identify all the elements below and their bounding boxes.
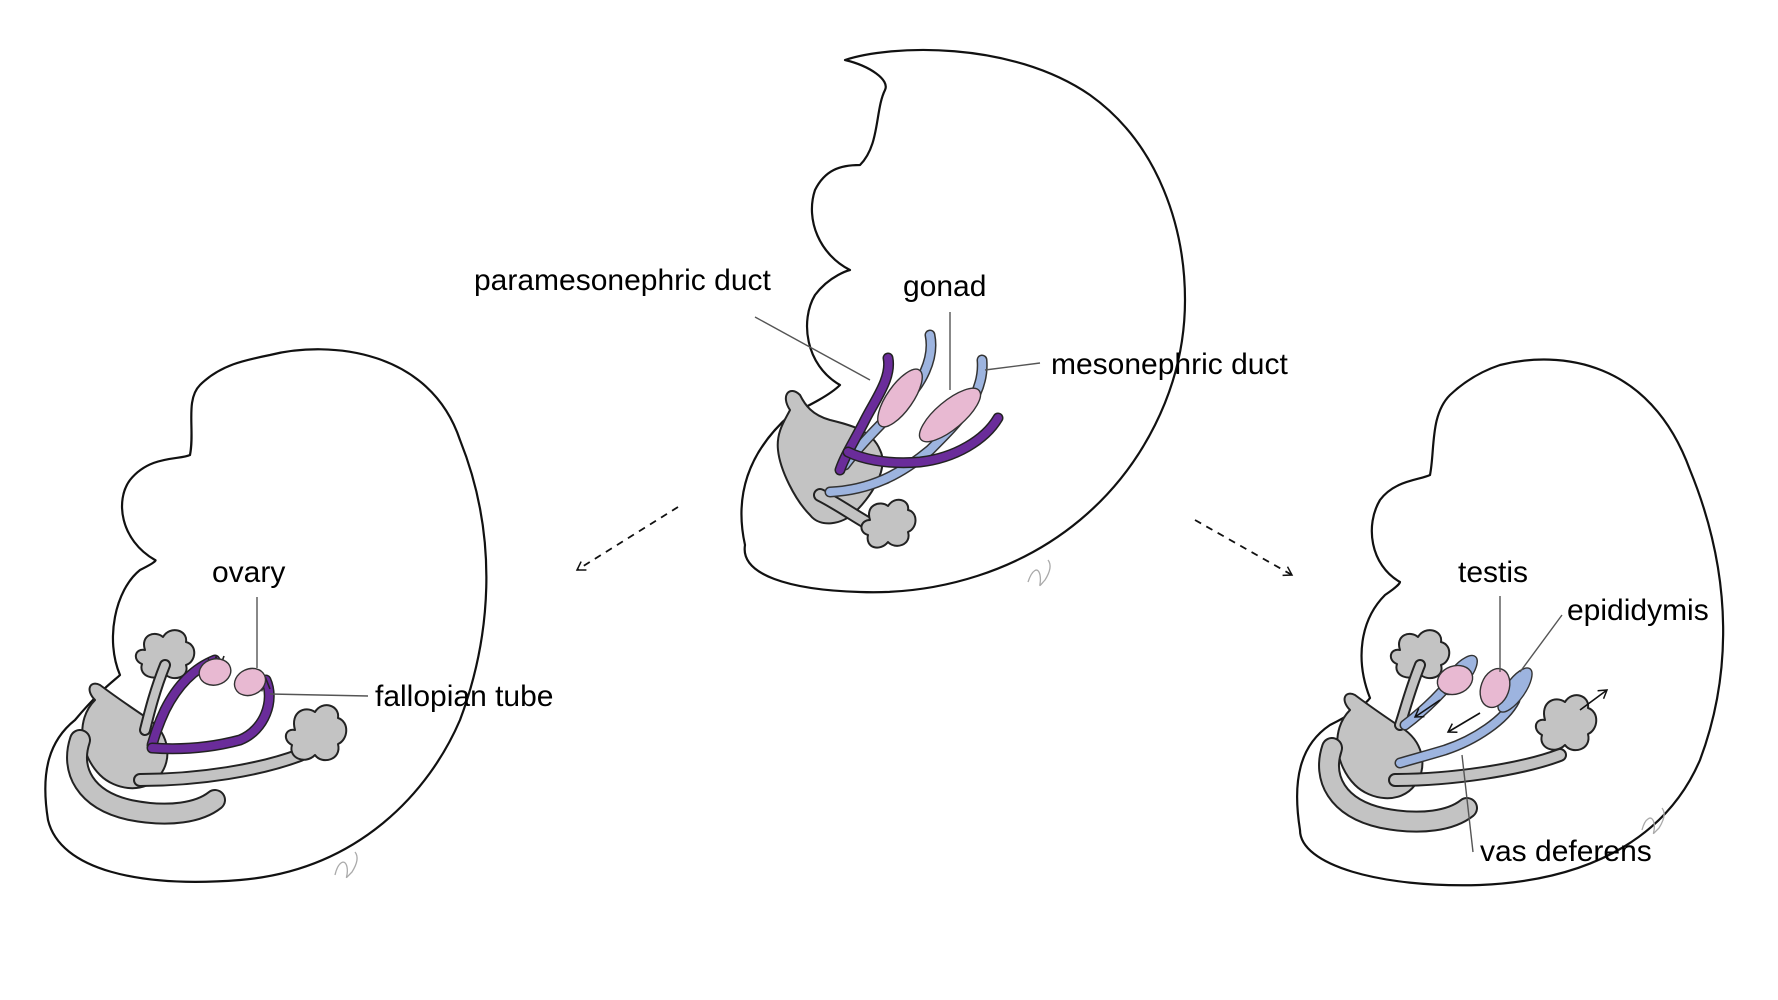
leader-paramesonephric-duct bbox=[754, 316, 871, 381]
male-descent-arrow-2 bbox=[1446, 712, 1481, 733]
leader-mesonephric-duct bbox=[984, 362, 1041, 371]
label-gonad: gonad bbox=[903, 270, 986, 303]
male-gray-structure bbox=[1336, 692, 1424, 800]
label-fallopian-tube: fallopian tube bbox=[375, 680, 553, 713]
label-epididymis: epididymis bbox=[1567, 594, 1709, 627]
male-gray-cluster-left bbox=[1389, 629, 1451, 680]
label-mesonephric-duct: mesonephric duct bbox=[1051, 348, 1288, 381]
label-ovary: ovary bbox=[212, 556, 285, 589]
center-gray-cluster bbox=[860, 498, 917, 549]
male-descent-arrow-1 bbox=[1413, 699, 1441, 718]
male-signature bbox=[1641, 807, 1665, 835]
male-testis-1 bbox=[1436, 664, 1474, 696]
female-embryo: ovary fallopian tube bbox=[44, 348, 553, 883]
female-gray-cluster-left bbox=[134, 629, 196, 680]
female-gray-structure bbox=[81, 682, 169, 790]
female-gray-cluster-right bbox=[284, 704, 348, 762]
female-signature bbox=[334, 851, 358, 879]
center-signature bbox=[1027, 559, 1051, 587]
female-ovary-1 bbox=[198, 658, 232, 686]
arrow-to-male bbox=[1194, 519, 1294, 577]
male-testis-2 bbox=[1479, 667, 1511, 709]
center-embryo: paramesonephric duct gonad mesonephric d… bbox=[474, 48, 1288, 594]
center-gonad-1 bbox=[877, 368, 923, 428]
male-embryo: testis epididymis vas deferens bbox=[1295, 358, 1725, 887]
label-testis: testis bbox=[1458, 556, 1528, 589]
label-paramesonephric-duct: paramesonephric duct bbox=[474, 264, 772, 297]
arrow-to-female bbox=[575, 506, 679, 571]
leader-epididymis bbox=[1519, 614, 1563, 673]
female-ovary-2 bbox=[233, 667, 267, 697]
male-outward-arrow bbox=[1579, 689, 1609, 711]
leader-vas-deferens bbox=[1461, 754, 1474, 853]
leader-fallopian-tube bbox=[269, 693, 369, 697]
center-gonad-2 bbox=[918, 387, 982, 443]
label-vas-deferens: vas deferens bbox=[1480, 835, 1652, 868]
